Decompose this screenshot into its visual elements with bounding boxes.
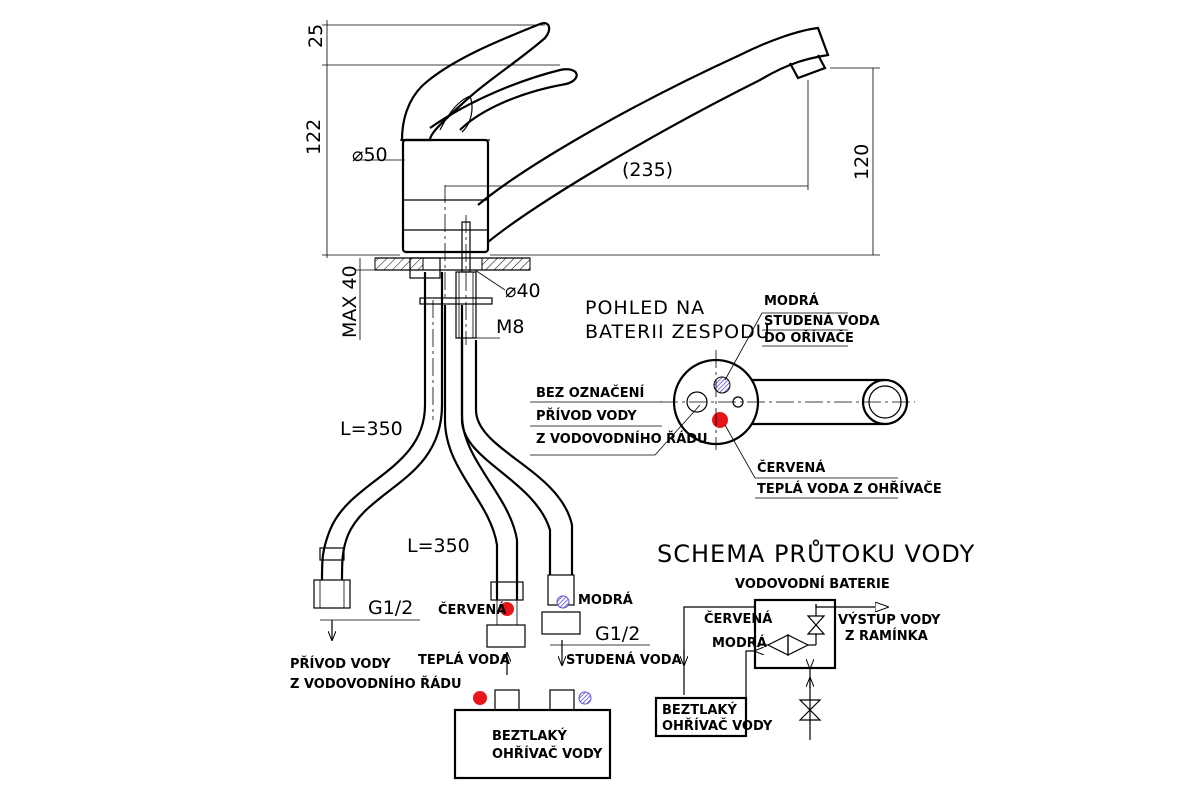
dim-spout-reach: (235) xyxy=(622,159,673,181)
dim-thread-left: G1/2 xyxy=(368,597,413,619)
flow-schema-title: SCHEMA PRŮTOKU VODY xyxy=(657,538,975,568)
dim-body-height: 122 xyxy=(303,119,325,155)
unmarked-callout-2: PŘÍVOD VODY xyxy=(536,408,637,424)
flow-heater-1: BEZTLAKÝ xyxy=(662,702,738,718)
flow-mixer-label: VODOVODNÍ BATERIE xyxy=(735,576,890,592)
blue-dot-hose xyxy=(556,595,570,609)
blue-callout-3: DO OŘÍVAČE xyxy=(764,330,854,346)
unmarked-callout-3: Z VODOVODNÍHO ŘÁDU xyxy=(536,431,708,447)
label-supply-2: Z VODOVODNÍHO ŘÁDU xyxy=(290,676,462,692)
dim-hose-length-left: L=350 xyxy=(340,418,403,440)
red-dot-hose xyxy=(500,602,514,616)
label-heater-1: BEZTLAKÝ xyxy=(492,728,568,744)
red-callout-1: ČERVENÁ xyxy=(757,460,825,476)
blue-callout-2: STUDENÁ VODA xyxy=(764,313,880,329)
blue-callout-1: MODRÁ xyxy=(764,293,819,309)
dim-thread-rod: M8 xyxy=(496,316,524,338)
label-cold-water: STUDENÁ VODA xyxy=(566,652,682,668)
flow-outlet-1: VÝSTUP VODY xyxy=(838,612,941,628)
flow-schema-diagram xyxy=(654,598,888,740)
red-callout-2: TEPLÁ VODA Z OHŘÍVAČE xyxy=(757,481,942,497)
unmarked-callout-1: BEZ OZNAČENÍ xyxy=(536,385,644,401)
hoses xyxy=(313,272,581,648)
label-warm-water: TEPLÁ VODA xyxy=(418,652,510,668)
bottom-view xyxy=(530,312,915,499)
dim-handle-height: 25 xyxy=(305,24,327,48)
label-red-hose: ČERVENÁ xyxy=(438,602,506,618)
dim-thread-right: G1/2 xyxy=(595,623,640,645)
heater-box xyxy=(453,689,612,780)
red-dot-heater xyxy=(473,691,487,705)
dim-body-diameter: ⌀50 xyxy=(352,144,388,166)
dim-hose-length-right: L=350 xyxy=(407,535,470,557)
blue-dot-heater xyxy=(578,691,592,705)
bottom-view-title-2: BATERII ZESPODU xyxy=(585,321,771,343)
bottom-view-title-1: POHLED NA xyxy=(585,297,705,319)
label-supply-1: PŘÍVOD VODY xyxy=(290,656,391,672)
blue-port xyxy=(713,376,731,394)
dim-max-thickness: MAX 40 xyxy=(339,265,361,338)
faucet-body xyxy=(374,22,830,345)
flow-outlet-2: Z RAMÍNKA xyxy=(845,628,928,644)
flow-red-label: ČERVENÁ xyxy=(704,611,772,627)
dim-spout-height: 120 xyxy=(851,144,873,180)
label-heater-2: OHŘÍVAČ VODY xyxy=(492,746,603,762)
flow-heater-2: OHŘÍVAČ VODY xyxy=(662,718,773,734)
dimension-lines xyxy=(320,20,880,646)
label-blue-hose: MODRÁ xyxy=(578,592,633,608)
dim-hole-diameter: ⌀40 xyxy=(505,280,541,302)
flow-blue-label: MODRÁ xyxy=(712,635,767,651)
